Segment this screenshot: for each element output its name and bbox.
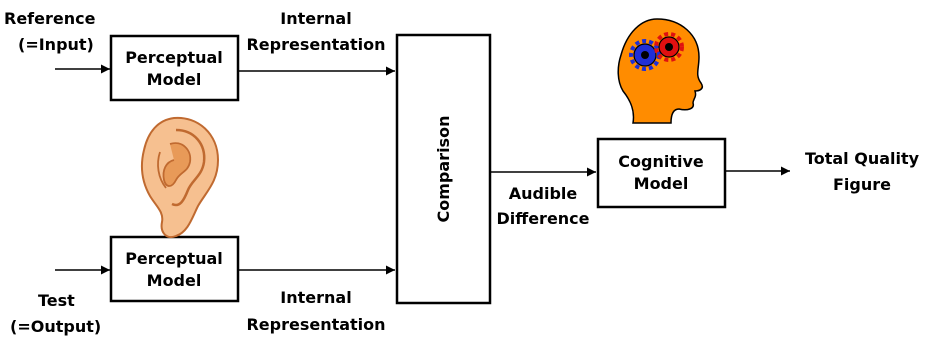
total-quality-line1: Total Quality: [805, 149, 920, 168]
audible-difference-line1: Audible: [509, 184, 578, 203]
total-quality-line2: Figure: [833, 175, 891, 194]
cognitive-model-line1: Cognitive: [618, 152, 704, 171]
perceptual-model-box-bottom: [109, 235, 240, 303]
perceptual-model-bottom-line1: Perceptual: [125, 249, 223, 268]
head-with-gears-icon: [617, 18, 704, 124]
perceptual-model-top-line2: Model: [147, 70, 202, 89]
test-label: Test: [38, 291, 75, 310]
internal-rep-bottom-line2: Representation: [246, 315, 385, 334]
reference-label: Reference: [4, 9, 96, 28]
internal-rep-bottom-line1: Internal: [280, 288, 351, 307]
comparison-box: [395, 33, 492, 305]
cognitive-model-box: [596, 137, 727, 209]
perceptual-model-bottom-line2: Model: [147, 271, 202, 290]
input-label: (=Input): [18, 35, 94, 54]
perceptual-model-top-line1: Perceptual: [125, 48, 223, 67]
cognitive-model-line2: Model: [634, 174, 689, 193]
internal-rep-top-line2: Representation: [246, 35, 385, 54]
perceptual-model-box-top: [109, 34, 240, 102]
comparison-label: Comparison: [434, 116, 453, 223]
output-label: (=Output): [10, 317, 101, 336]
ear-icon: [141, 116, 220, 238]
audible-difference-line2: Difference: [496, 209, 589, 228]
internal-rep-top-line1: Internal: [280, 9, 351, 28]
